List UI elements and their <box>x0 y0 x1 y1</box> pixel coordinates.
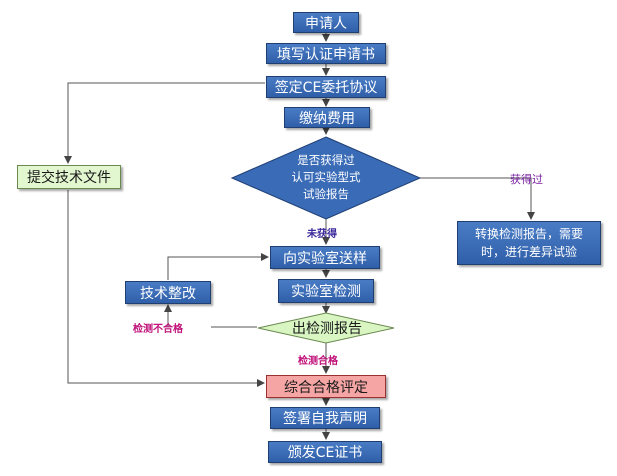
connector <box>420 177 535 220</box>
connector <box>67 190 265 387</box>
decision-test-report <box>257 312 395 344</box>
decision-test-report-text: 出检测报告 <box>292 321 362 337</box>
side-submit-tech-docs: 提交技术文件 <box>17 165 121 189</box>
decision-line: 是否获得过 <box>297 153 355 167</box>
decision-line: 认可实验型式 <box>291 170 361 184</box>
side-convert-report: 转换检测报告，需要时，进行差异试验 <box>457 221 601 265</box>
step-fill-application: 填写认证申请书 <box>266 43 386 64</box>
edge-label-test-passed: 检测合格 <box>298 356 338 367</box>
edge-label-test-failed: 检测不合格 <box>133 324 183 335</box>
step-sign-ce-agreement: 签定CE委托协议 <box>266 76 386 98</box>
connector <box>167 253 269 280</box>
step-issue-certificate: 颁发CE证书 <box>268 441 382 463</box>
edge-label-not-obtained: 未获得 <box>307 229 337 240</box>
step-comprehensive-evaluation: 综合合格评定 <box>266 375 386 398</box>
step-lab-test: 实验室检测 <box>278 279 374 303</box>
decision-obtained-report <box>230 136 422 220</box>
step-send-sample: 向实验室送样 <box>270 246 380 269</box>
step-pay-fee: 缴纳费用 <box>284 107 370 128</box>
side-tech-rectification: 技术整改 <box>125 281 211 304</box>
edge-label-obtained: 获得过 <box>510 173 543 186</box>
step-sign-declaration: 签署自我声明 <box>270 407 380 429</box>
step-applicant: 申请人 <box>293 12 359 33</box>
decision-line: 试验报告 <box>303 187 349 201</box>
decision-obtained-report-text: 是否获得过 认可实验型式 试验报告 <box>262 152 390 203</box>
connector <box>64 82 265 164</box>
